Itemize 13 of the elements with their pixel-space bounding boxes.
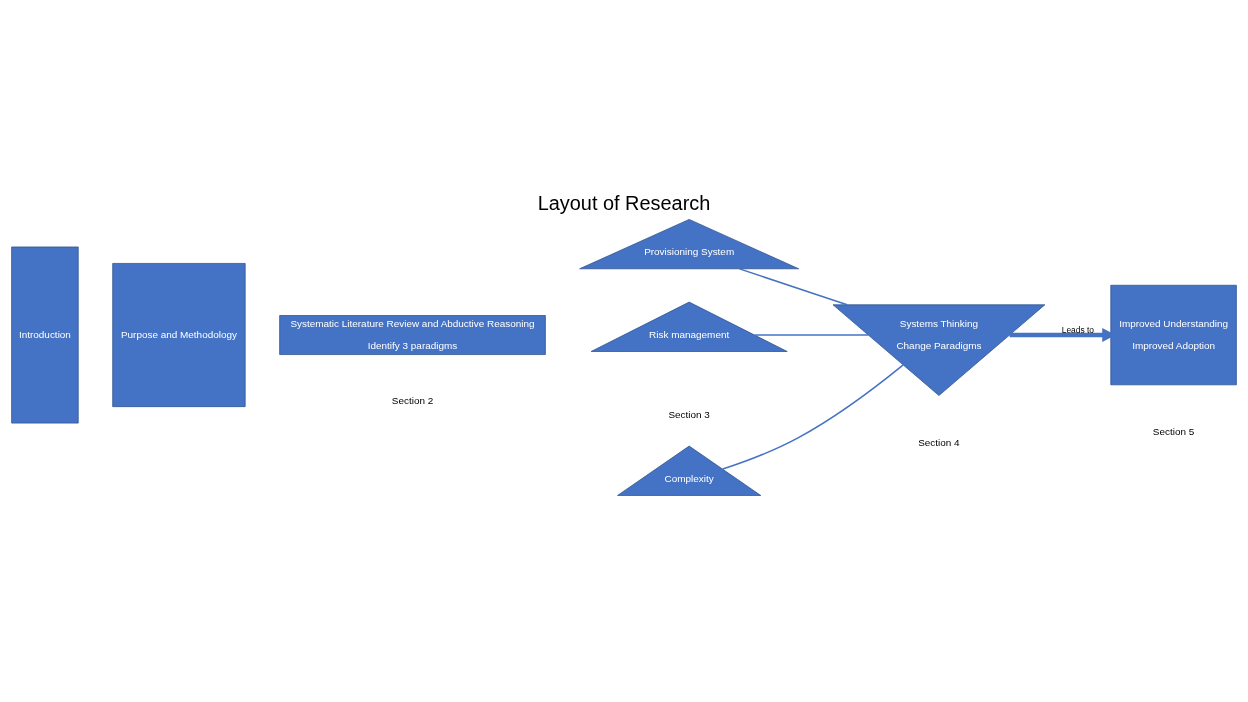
edge-label: Leads to [1061,324,1094,335]
label: Section 2 [391,394,434,406]
connector [722,363,904,470]
label: Section 4 [918,436,960,448]
label: Section 5 [1152,425,1195,437]
node-box: Introduction [11,246,79,423]
node-box: Improved Understanding Improved Adoption [1110,284,1237,385]
connector [738,267,848,305]
node-box: Systematic Literature Review and Abductive Reasoning Identify 3 paradigms [279,314,546,355]
node-box: Purpose and Methodology [112,262,246,407]
label: Section 3 [668,408,710,420]
diagram-title: Layout of Research [537,191,711,214]
connector [754,333,869,336]
